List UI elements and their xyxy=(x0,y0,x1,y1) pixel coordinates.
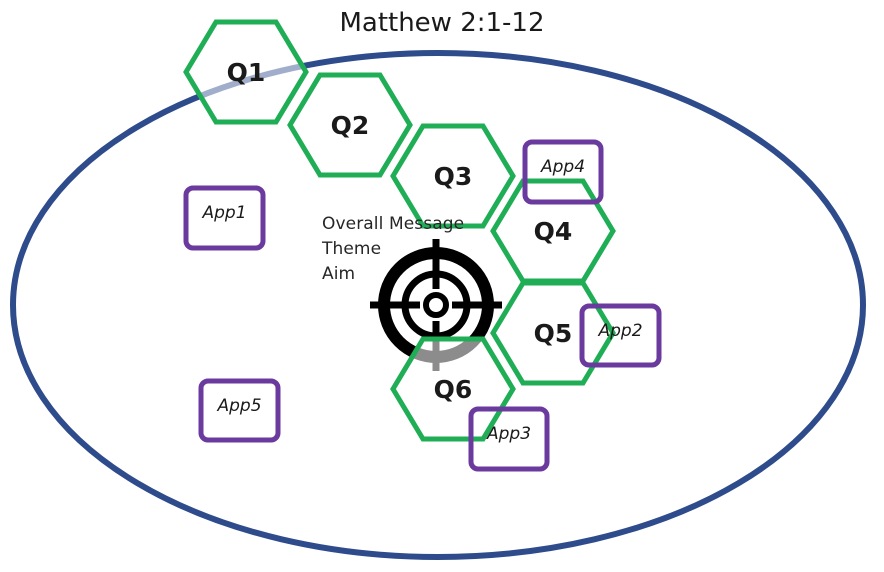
application-box-label: App3 xyxy=(486,424,531,444)
hexagon-label: Q4 xyxy=(534,217,573,246)
application-box-label: App1 xyxy=(201,203,246,223)
application-box-border xyxy=(579,303,662,368)
application-box-border xyxy=(522,139,604,205)
question-hexagon-q4: Q4 xyxy=(490,178,616,284)
application-box-border xyxy=(183,185,266,251)
center-label-theme: Theme xyxy=(322,239,382,259)
question-hexagon-q6: Q6 xyxy=(390,336,516,442)
hexagon-label: Q2 xyxy=(331,111,370,140)
outer-ellipse xyxy=(10,50,866,560)
center-label-message: Overall Message xyxy=(322,214,465,234)
application-box-app5: App5 xyxy=(198,378,281,443)
hexagon-shape xyxy=(390,336,516,442)
diagram-title: Matthew 2:1-12 xyxy=(339,8,545,38)
application-box-app1: App1 xyxy=(183,185,266,251)
hexagon-label: Q6 xyxy=(434,375,473,404)
question-hexagon-q2: Q2 xyxy=(287,72,413,178)
center-label-aim: Aim xyxy=(322,264,356,284)
application-box-border xyxy=(468,406,550,472)
application-box-app4: App4 xyxy=(522,139,604,205)
hexagon-shape xyxy=(183,19,309,125)
application-box-app3: App3 xyxy=(468,406,550,472)
application-box-label: App5 xyxy=(216,396,261,416)
hexagon-label: Q5 xyxy=(534,319,573,348)
application-box-label: App4 xyxy=(540,157,585,177)
application-box-border xyxy=(198,378,281,443)
hexagon-shape xyxy=(390,123,516,229)
hexagon-shape xyxy=(287,72,413,178)
question-hexagon-q5: Q5 xyxy=(490,280,616,386)
question-hexagon-q1: Q1 xyxy=(183,19,309,125)
question-hexagon-q3: Q3 xyxy=(390,123,516,229)
hexagon-label: Q1 xyxy=(227,58,266,87)
hexagon-label: Q3 xyxy=(434,162,473,191)
center-labels: Overall Message Theme Aim xyxy=(322,212,464,287)
application-box-app2: App2 xyxy=(579,303,662,368)
application-box-label: App2 xyxy=(597,321,642,341)
